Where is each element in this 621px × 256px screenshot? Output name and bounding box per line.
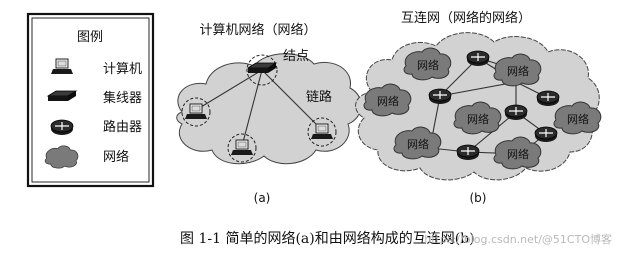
legend-box: 图例 计算机 集线器 路由器 网络 <box>26 12 155 188</box>
link-label: 链路 <box>306 89 332 105</box>
svg-text:网络: 网络 <box>407 137 429 151</box>
router-node <box>428 88 452 105</box>
svg-text:网络: 网络 <box>467 112 489 126</box>
network-cloud: 网络 <box>453 101 502 135</box>
router-node <box>504 104 528 121</box>
network-cloud: 网络 <box>553 101 602 135</box>
diagram-a-title: 计算机网络（网络） <box>199 22 316 38</box>
node-label: 结点 <box>283 49 309 64</box>
diagram-b: 互连网（网络的网络） 网络 网络 网络 网络 网络 <box>355 10 602 205</box>
router-node <box>534 126 558 143</box>
legend-item-computer: 计算机 <box>103 62 142 77</box>
router-icon <box>50 119 74 136</box>
network-cloud: 网络 <box>363 83 412 117</box>
legend-item-hub: 集线器 <box>103 90 142 106</box>
svg-text:网络: 网络 <box>507 147 529 161</box>
svg-text:网络: 网络 <box>567 112 589 126</box>
hub-icon <box>47 90 77 102</box>
router-node <box>536 90 560 107</box>
computer-icon <box>50 58 74 75</box>
figure-caption: 图 1-1 简单的网络(a)和由网络构成的互连网(b) <box>180 230 475 247</box>
legend-item-router: 路由器 <box>103 119 142 135</box>
caption-a: (a) <box>254 191 271 205</box>
network-cloud-icon <box>44 145 79 169</box>
router-node <box>456 144 480 161</box>
network-cloud: 网络 <box>393 126 442 160</box>
legend-item-network: 网络 <box>103 149 129 165</box>
svg-text:网络: 网络 <box>417 58 439 72</box>
diagram-b-title: 互连网（网络的网络） <box>401 10 531 26</box>
watermark: https://blog.csdn.net/@51CTO博客 <box>424 232 612 246</box>
svg-text:网络: 网络 <box>377 94 399 108</box>
caption-b: (b) <box>470 191 487 205</box>
links <box>195 69 323 147</box>
network-cloud: 网络 <box>403 47 452 81</box>
svg-text:网络: 网络 <box>507 64 529 78</box>
legend-title: 图例 <box>77 30 103 45</box>
network-cloud: 网络 <box>493 53 542 87</box>
diagram-a: 计算机网络（网络） 结点 链路 (a) <box>176 22 362 205</box>
network-cloud: 网络 <box>493 136 542 170</box>
router-node <box>466 50 490 67</box>
